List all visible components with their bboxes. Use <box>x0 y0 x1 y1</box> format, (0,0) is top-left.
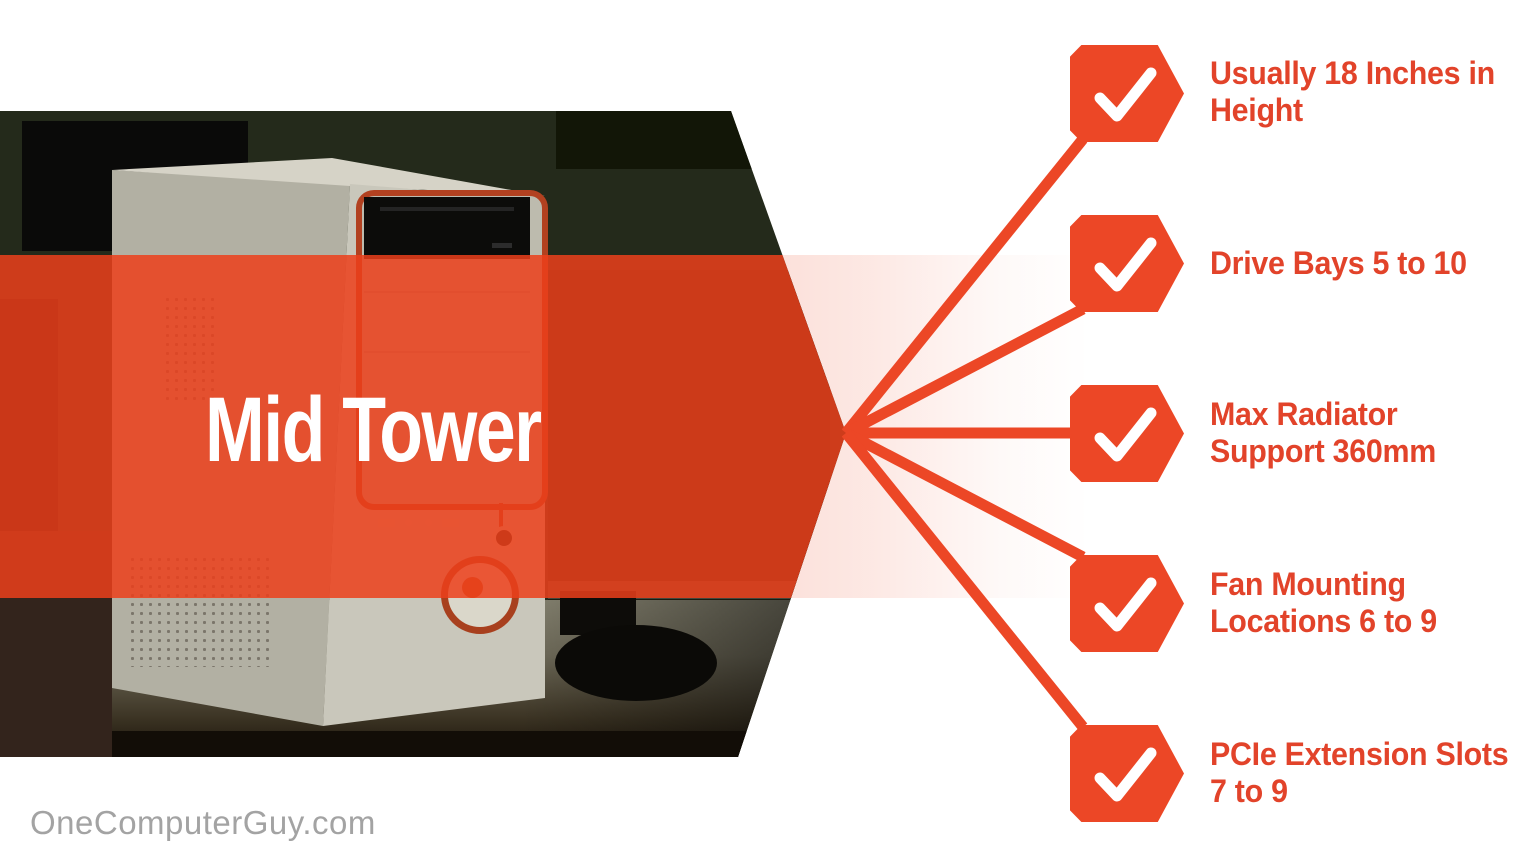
optical-drive-slot <box>380 207 514 211</box>
feature-label-line: PCIe Extension Slots <box>1210 736 1509 772</box>
feature-label-line: Drive Bays 5 to 10 <box>1210 245 1467 281</box>
feature-label-line: 7 to 9 <box>1210 773 1288 809</box>
feature-label: Fan Mounting Locations 6 to 9 <box>1210 566 1524 640</box>
connector-line <box>843 428 1086 562</box>
orange-band <box>0 255 846 598</box>
feature-label: Drive Bays 5 to 10 <box>1210 245 1524 282</box>
feature-badge <box>1070 555 1184 652</box>
drive-eject-button <box>492 243 512 248</box>
checkmark-icon <box>1094 407 1157 462</box>
checkmark-icon <box>1094 237 1157 292</box>
monitor-base <box>555 625 717 701</box>
feature-badge <box>1070 385 1184 482</box>
feature-label: PCIe Extension Slots 7 to 9 <box>1210 736 1524 810</box>
feature-badge <box>1070 725 1184 822</box>
connector-line <box>843 304 1086 438</box>
background-shadow <box>556 111 756 169</box>
feature-badge <box>1070 215 1184 312</box>
feature-label-line: Max Radiator <box>1210 396 1398 432</box>
checkmark-icon <box>1094 747 1157 802</box>
checkmark-icon <box>1094 67 1157 122</box>
feature-badge <box>1070 45 1184 142</box>
feature-label: Usually 18 Inches in Height <box>1210 55 1524 129</box>
case-photo: Mid Tower <box>0 111 846 757</box>
feature-label: Max Radiator Support 360mm <box>1210 396 1524 470</box>
site-watermark: OneComputerGuy.com <box>30 804 376 841</box>
desk-edge <box>0 731 846 757</box>
feature-label-line: Usually 18 Inches in <box>1210 55 1495 91</box>
connector-line <box>841 429 1088 731</box>
connector-line <box>841 135 1088 437</box>
feature-label-line: Support 360mm <box>1210 433 1437 469</box>
feature-label-line: Height <box>1210 92 1303 128</box>
feature-label-line: Locations 6 to 9 <box>1210 603 1437 639</box>
page-title: Mid Tower <box>205 379 542 481</box>
checkmark-icon <box>1094 577 1157 632</box>
feature-label-line: Fan Mounting <box>1210 566 1406 602</box>
